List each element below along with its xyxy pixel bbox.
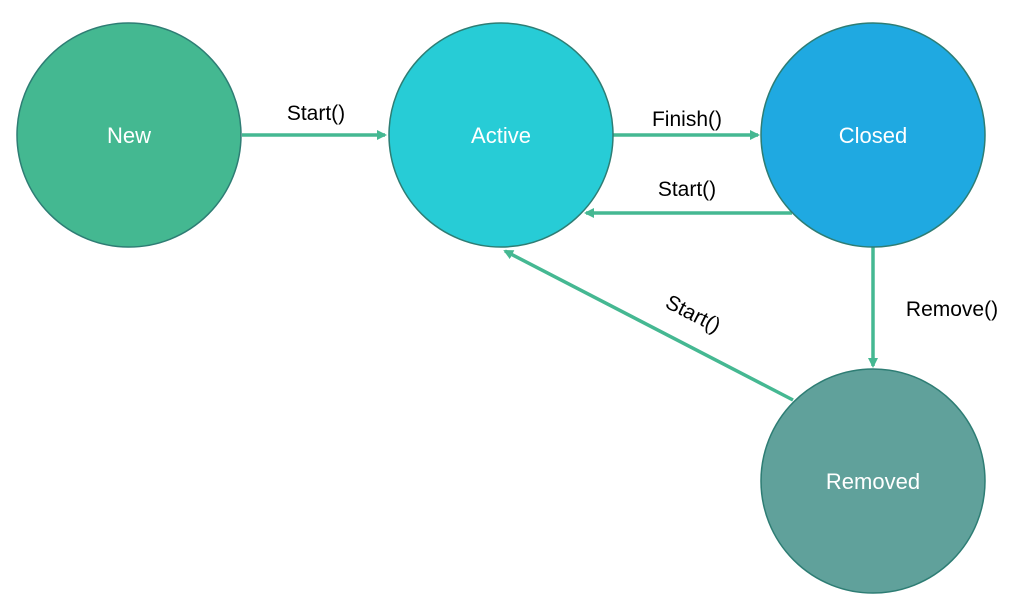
state-circle-removed: [760, 368, 986, 594]
state-label-new: New: [107, 123, 151, 148]
edge-label-new-to-active: Start(): [287, 102, 345, 125]
state-label-removed: Removed: [826, 469, 920, 494]
edge-removed-to-active: [503, 249, 794, 402]
state-circle-new: [16, 22, 242, 248]
state-label-closed: Closed: [839, 123, 907, 148]
state-node-new: New: [16, 22, 242, 248]
edge-label-closed-to-removed: Remove(): [906, 298, 998, 321]
edge-label-closed-to-active: Start(): [658, 178, 716, 201]
edges: [242, 130, 878, 402]
state-circle-closed: [760, 22, 986, 248]
state-node-removed: Removed: [760, 368, 986, 594]
state-node-closed: Closed: [760, 22, 986, 248]
state-node-active: Active: [388, 22, 614, 248]
state-circle-active: [388, 22, 614, 248]
state-label-active: Active: [471, 123, 531, 148]
edge-label-removed-to-active: Start(): [662, 291, 724, 338]
edge-label-active-to-closed: Finish(): [652, 108, 722, 131]
